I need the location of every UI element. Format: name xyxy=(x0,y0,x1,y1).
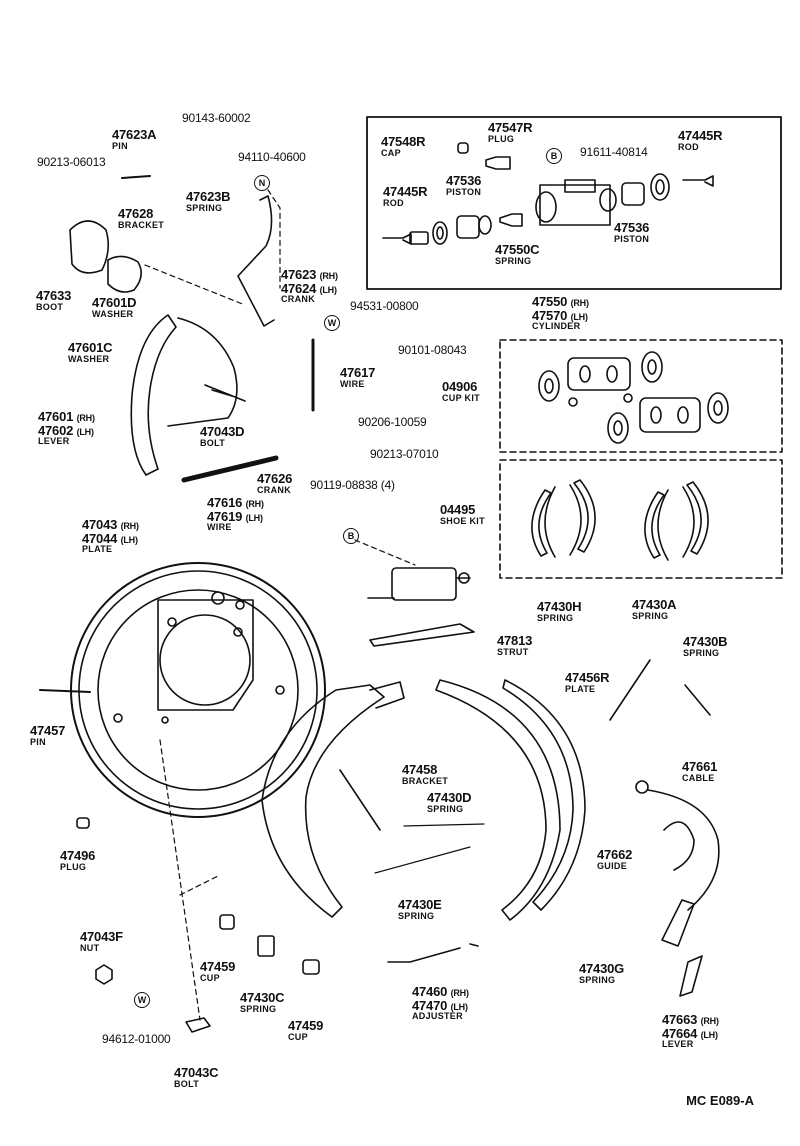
label-91611: 91611-40814 xyxy=(580,145,648,159)
label-47663-47664: 47663 (RH)47664 (LH)LEVER xyxy=(662,1012,719,1050)
shoe-kit-box xyxy=(499,459,783,579)
label-94612: 94612-01000 xyxy=(102,1032,171,1046)
shoe-kit-parts xyxy=(531,479,709,561)
label-47043-47044: 47043 (RH)47044 (LH)PLATE xyxy=(82,517,139,555)
adjusting-wire xyxy=(181,338,315,483)
label-94531: 94531-00800 xyxy=(350,299,419,313)
guide-lines xyxy=(144,189,416,1021)
label-47616-47619: 47616 (RH)47619 (LH)WIRE xyxy=(207,495,264,533)
parking-cable xyxy=(635,780,720,997)
backing-plate xyxy=(70,562,326,818)
label-90143: 90143-60002 xyxy=(182,111,251,125)
lever-and-crank xyxy=(69,195,275,476)
b-symbol: B xyxy=(546,148,562,164)
label-47601-47602: 47601 (RH)47602 (LH)LEVER xyxy=(38,409,95,447)
cylinder-parts xyxy=(382,142,714,245)
brake-shoes xyxy=(261,679,586,921)
b-symbol-2: B xyxy=(343,528,359,544)
wheel-cylinder xyxy=(367,567,471,601)
cup-kit-box xyxy=(499,339,783,453)
label-94110: 94110-40600 xyxy=(238,150,306,164)
strut-and-springs xyxy=(369,623,711,963)
cup-kit-parts xyxy=(538,351,729,444)
label-90213-07010: 90213-07010 xyxy=(370,447,439,461)
label-47623-47624: 47623 (RH)47624 (LH)CRANK xyxy=(281,267,338,305)
label-90213-06013: 90213-06013 xyxy=(37,155,106,169)
label-90101: 90101-08043 xyxy=(398,343,467,357)
cylinder-box xyxy=(366,116,782,290)
small-hardware xyxy=(39,175,320,1033)
label-47550-47570: 47550 (RH)47570 (LH)CYLINDER xyxy=(532,294,589,332)
w-symbol-2: W xyxy=(134,992,150,1008)
figure-code: MC E089-A xyxy=(686,1093,754,1108)
n-symbol: N xyxy=(254,175,270,191)
label-90206: 90206-10059 xyxy=(358,415,427,429)
label-47460-47470: 47460 (RH)47470 (LH)ADJUSTER xyxy=(412,984,469,1022)
w-symbol: W xyxy=(324,315,340,331)
label-90119: 90119-08838 (4) xyxy=(310,478,395,492)
